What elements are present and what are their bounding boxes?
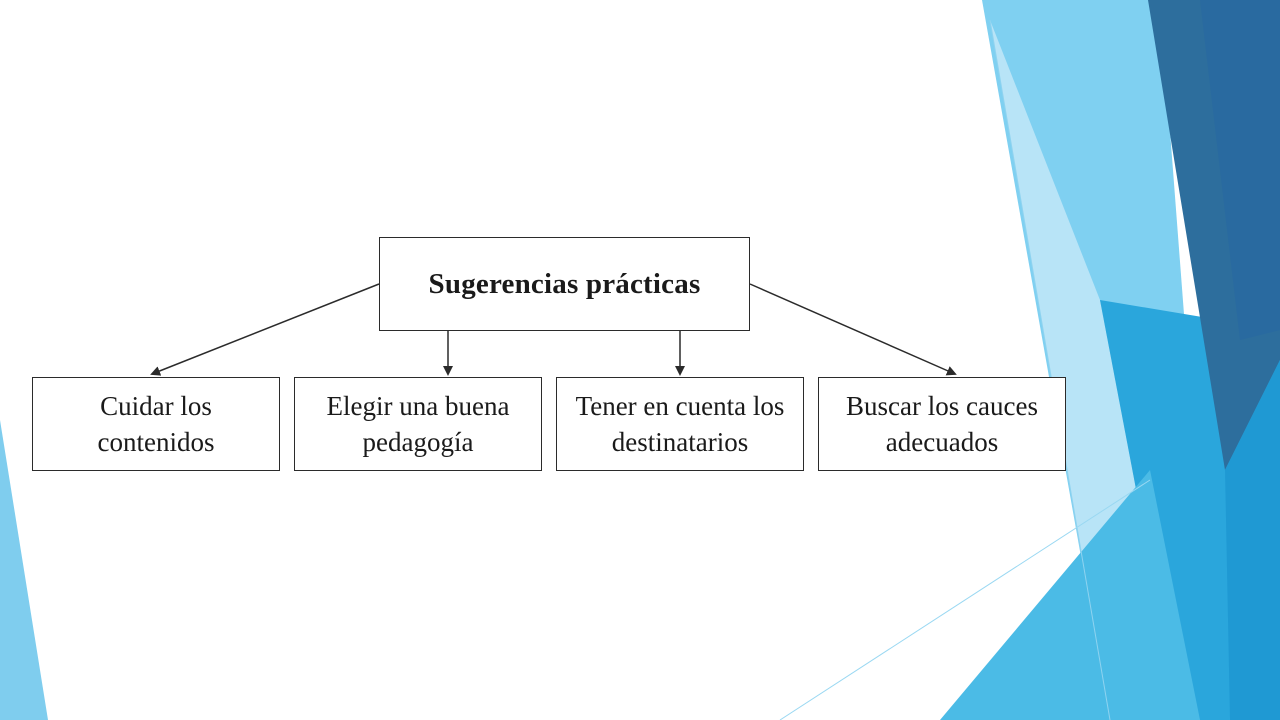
thin-line-2 <box>779 479 1151 720</box>
right-facet-blue <box>1225 360 1280 720</box>
child-node-label-line1: Buscar los cauces <box>846 391 1038 421</box>
child-node-label-line2: destinatarios <box>611 427 749 457</box>
left-edge-facet <box>0 420 48 720</box>
child-node-label-line2: contenidos <box>97 427 215 457</box>
root-node: Sugerencias prácticas <box>379 237 750 331</box>
child-node-elegir: Elegir una buena pedagogía <box>294 377 542 471</box>
child-node-label-line2: pedagogía <box>362 427 474 457</box>
child-node-tener: Tener en cuenta los destinatarios <box>556 377 804 471</box>
child-node-label-line1: Tener en cuenta los <box>575 391 785 421</box>
right-facet-bottom-light <box>940 470 1200 720</box>
right-facet-deep <box>1200 0 1280 340</box>
root-node-label: Sugerencias prácticas <box>428 267 701 300</box>
child-node-buscar: Buscar los cauces adecuados <box>818 377 1066 471</box>
child-node-label-line1: Cuidar los <box>100 391 212 421</box>
thin-line-1 <box>989 19 1111 720</box>
child-node-label-line1: Elegir una buena <box>326 391 510 421</box>
child-node-label-line2: adecuados <box>885 427 999 457</box>
child-node-cuidar: Cuidar los contenidos <box>32 377 280 471</box>
